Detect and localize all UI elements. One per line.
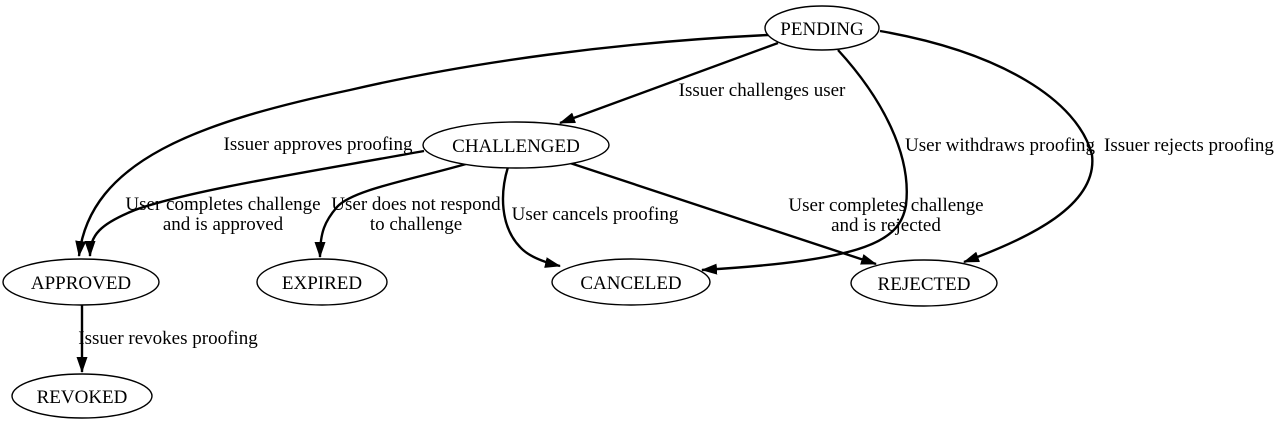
state-node-pending: PENDING xyxy=(764,5,880,51)
edge-pending-to-challenged xyxy=(559,41,779,125)
canceled-ellipse xyxy=(551,258,711,306)
rejected-label: REJECTED xyxy=(878,274,971,295)
challenged-label: CHALLENGED xyxy=(452,136,580,157)
state-node-expired: EXPIRED xyxy=(256,258,388,306)
pending-label: PENDING xyxy=(780,19,864,40)
edge-label-line: User does not respond xyxy=(331,194,501,215)
state-node-revoked: REVOKED xyxy=(11,373,153,419)
expired-label: EXPIRED xyxy=(282,273,362,294)
pending-ellipse xyxy=(764,5,880,51)
edge-label-user-does-not-respond: User does not respond to challenge xyxy=(331,194,501,235)
edge-label-user-cancels-proofing: User cancels proofing xyxy=(512,204,679,225)
revoked-ellipse xyxy=(11,373,153,419)
rejected-ellipse xyxy=(850,259,998,307)
edge-label-line: User completes challenge xyxy=(788,195,983,216)
approved-label: APPROVED xyxy=(31,273,131,294)
edge-labels-layer: Issuer challenges user Issuer approves p… xyxy=(78,80,1274,349)
canceled-label: CANCELED xyxy=(580,273,681,294)
edge-challenged-to-rejected xyxy=(569,161,877,266)
edge-label-line: and is approved xyxy=(163,214,284,235)
edge-label-issuer-revokes-proofing: Issuer revokes proofing xyxy=(78,328,258,349)
edge-label-user-withdraws-proofing: User withdraws proofing xyxy=(905,135,1095,156)
edge-label-user-completes-challenge-approved: User completes challenge and is approved xyxy=(125,194,320,235)
approved-ellipse xyxy=(2,258,160,306)
state-node-approved: APPROVED xyxy=(2,258,160,306)
edge-label-issuer-challenges-user: Issuer challenges user xyxy=(679,80,846,101)
state-node-rejected: REJECTED xyxy=(850,259,998,307)
edge-label-line: User completes challenge xyxy=(125,194,320,215)
edge-challenged-to-approved xyxy=(84,149,425,257)
challenged-ellipse xyxy=(422,121,610,169)
edge-challenged-to-canceled xyxy=(501,166,561,268)
edge-challenged-to-expired xyxy=(314,162,467,258)
edge-label-issuer-approves-proofing: Issuer approves proofing xyxy=(224,134,413,155)
edge-pending-to-approved xyxy=(75,33,769,257)
edge-label-line: to challenge xyxy=(370,214,462,235)
edge-label-issuer-rejects-proofing: Issuer rejects proofing xyxy=(1104,135,1274,156)
state-node-canceled: CANCELED xyxy=(551,258,711,306)
expired-ellipse xyxy=(256,258,388,306)
revoked-label: REVOKED xyxy=(37,387,128,408)
nodes-layer: PENDING CHALLENGED APPROVED EXPIRED CANC… xyxy=(2,5,998,419)
state-node-challenged: CHALLENGED xyxy=(422,121,610,169)
edge-pending-to-rejected xyxy=(879,29,1094,264)
edge-label-line: and is rejected xyxy=(831,215,941,236)
edge-label-user-completes-challenge-rejected: User completes challenge and is rejected xyxy=(788,195,983,236)
edges-layer xyxy=(75,29,1094,373)
edge-pending-to-canceled xyxy=(701,49,908,275)
